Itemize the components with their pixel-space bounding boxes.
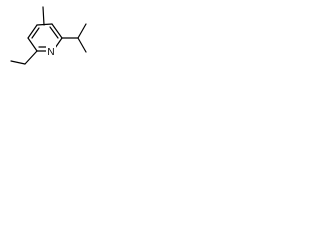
ring-bond-c4-c5 bbox=[27, 24, 38, 39]
ring-bond-c2-c3-inner bbox=[49, 26, 59, 39]
methyl-bond bbox=[42, 6, 45, 26]
isopropyl-bond-lower-methyl bbox=[77, 37, 87, 53]
molecule-structure: N bbox=[10, 6, 87, 65]
ethyl-bond-terminal bbox=[10, 60, 26, 65]
ring-bond-c2-c3 bbox=[51, 23, 63, 39]
ethyl-bond-ring bbox=[24, 50, 38, 65]
ring-bond-c5-c6 bbox=[27, 37, 38, 52]
isopropyl-bond-upper-methyl bbox=[77, 23, 87, 39]
nitrogen-label-background bbox=[46, 45, 56, 57]
ring-bond-c4-c5-inner bbox=[31, 27, 40, 39]
nitrogen-atom-label: N bbox=[47, 47, 54, 58]
